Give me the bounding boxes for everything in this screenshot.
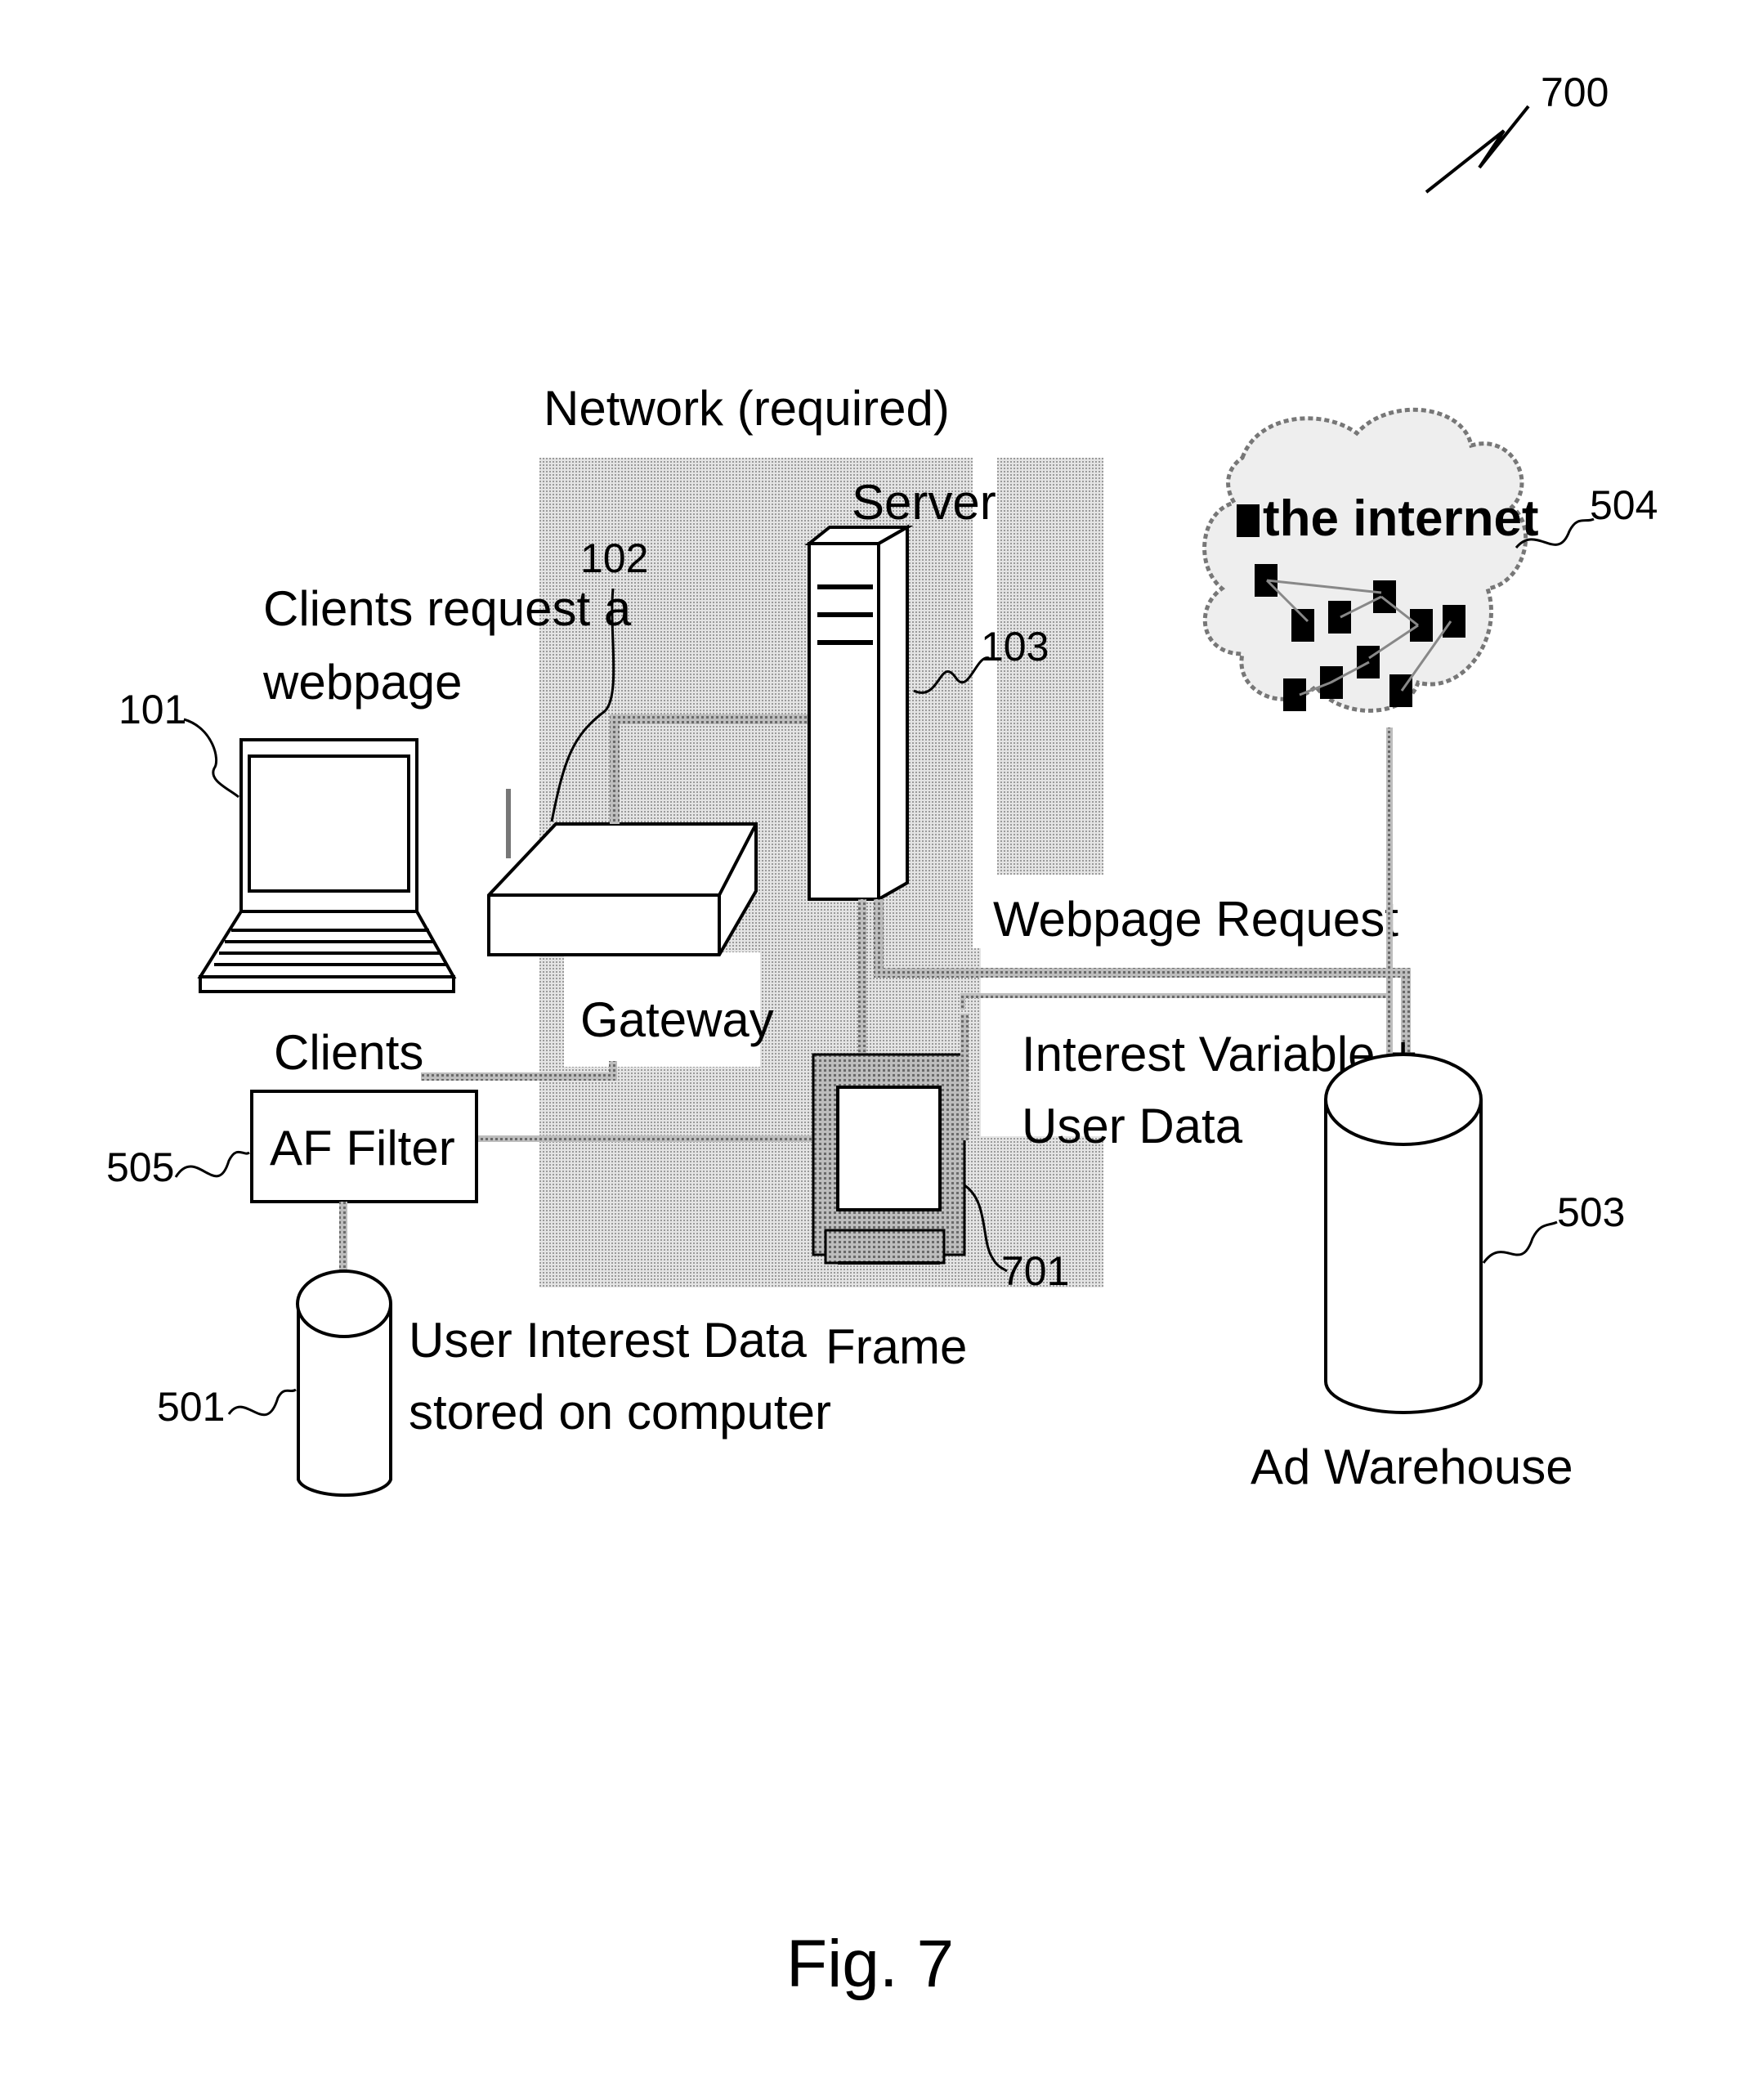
ref-101-leader [184,719,239,797]
laptop-icon [200,740,454,992]
ref-505-leader [176,1152,249,1177]
webpage-request-label: Webpage Request [993,892,1398,947]
internet-cloud-icon [1205,410,1526,711]
user-data-cylinder-icon [298,1271,391,1495]
af-filter-label: AF Filter [270,1121,455,1175]
ref-700-label: 700 [1541,69,1609,115]
server-label: Server [852,475,996,530]
gateway-label: Gateway [580,992,774,1047]
clients-label: Clients [274,1025,423,1080]
ad-warehouse-cylinder-icon [1326,1054,1481,1413]
server-icon [809,527,907,899]
ref-701-label: 701 [1001,1248,1069,1294]
clients-request-label-line2: webpage [262,655,463,710]
ref-503-label: 503 [1557,1189,1625,1235]
ref-501-leader [229,1390,296,1415]
ref-103-label: 103 [981,624,1049,669]
ref-504-label: 504 [1590,482,1658,528]
ref-503-leader [1483,1222,1557,1263]
ref-501-label: 501 [157,1384,225,1430]
ref-505-label: 505 [106,1144,174,1190]
network-label: Network (required) [544,381,950,436]
figure-caption: Fig. 7 [786,1927,954,2001]
internet-label: the internet [1263,490,1539,547]
user-interest-label-line1: User Interest Data [409,1313,807,1368]
ref-102-label: 102 [580,535,648,581]
ad-warehouse-label: Ad Warehouse [1251,1440,1573,1494]
clients-request-label-line1: Clients request a [263,581,632,636]
user-interest-label-line2: stored on computer [409,1385,831,1440]
ref-101-label: 101 [119,687,186,732]
ref-700-leader [1426,106,1528,192]
frame-label: Frame [826,1319,967,1374]
interest-variable-label-line2: User Data [1022,1099,1243,1153]
